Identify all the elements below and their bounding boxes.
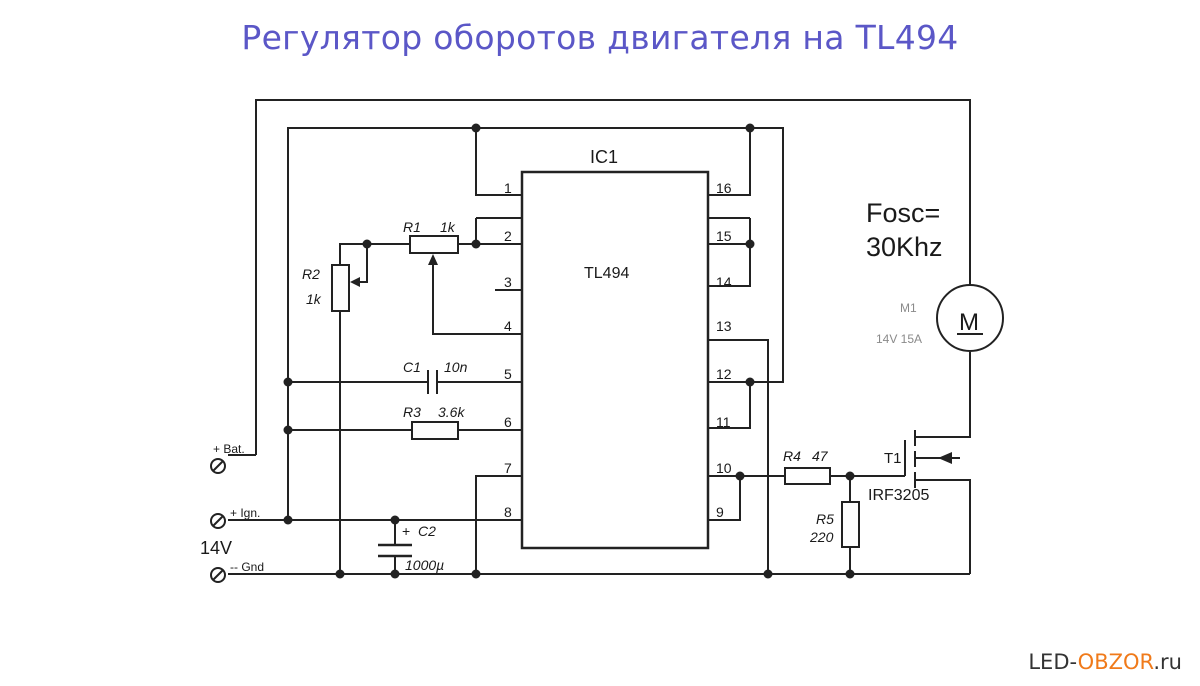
pin-9: 9 (716, 504, 724, 520)
supply-label: 14V (200, 538, 232, 558)
r2-ref: R2 (302, 266, 320, 282)
c2-capacitor (378, 543, 412, 558)
pin-2: 2 (504, 228, 512, 244)
pin-15: 15 (716, 228, 732, 244)
c1-ref: C1 (403, 359, 421, 375)
r1-wiper-arrow (428, 254, 438, 265)
t1-part: IRF3205 (868, 487, 929, 504)
watermark-part1: LED- (1028, 650, 1078, 674)
r5-value: 220 (809, 529, 834, 545)
r2-resistor (331, 264, 350, 312)
r2-value: 1k (306, 291, 322, 307)
r3-resistor (411, 421, 459, 440)
pin-11: 11 (716, 414, 731, 430)
pin-7: 7 (504, 460, 512, 476)
c2-value: 1000µ (405, 557, 444, 573)
pin-3: 3 (504, 274, 512, 290)
pin-10: 10 (716, 460, 732, 476)
r5-ref: R5 (816, 511, 834, 527)
fosc-line2: 30Khz (866, 232, 943, 262)
ic-ref: IC1 (590, 147, 618, 167)
motor-symbol (936, 284, 1004, 352)
pin-12: 12 (716, 366, 732, 382)
bat-label: + Bat. (213, 442, 245, 456)
r1-ref: R1 (403, 219, 421, 235)
wires (228, 99, 971, 575)
r1-value: 1k (440, 219, 456, 235)
watermark-part2: OBZOR (1077, 650, 1154, 674)
c2-ref: C2 (418, 523, 436, 539)
c2-polarity: + (402, 523, 410, 539)
pin-1: 1 (504, 180, 512, 196)
r4-ref: R4 (783, 448, 801, 464)
fosc-line1: Fosc= (866, 198, 940, 228)
ic-body (520, 170, 710, 550)
pin-8: 8 (504, 504, 512, 520)
page-title: Регулятор оборотов двигателя на TL494 (241, 18, 959, 57)
r1-resistor (409, 235, 459, 254)
r4-resistor (784, 467, 831, 485)
mosfet-arrow (938, 452, 952, 464)
m1-rating: 14V 15A (876, 332, 922, 346)
pin-4: 4 (504, 318, 512, 334)
r3-ref: R3 (403, 404, 421, 420)
gnd-label: -- Gnd (230, 560, 264, 574)
ic-name: TL494 (584, 265, 629, 282)
c1-capacitor (427, 370, 438, 394)
r3-value: 3.6k (438, 404, 465, 420)
pin-13: 13 (716, 318, 732, 334)
junction-dots (283, 123, 855, 579)
watermark-part3: .ru (1153, 650, 1182, 674)
motor-letter: M (959, 309, 979, 336)
c1-value: 10n (444, 359, 468, 375)
ign-label: + Ign. (230, 506, 260, 520)
r2-wiper-arrow (350, 277, 360, 287)
pin-5: 5 (504, 366, 512, 382)
m1-ref: M1 (900, 301, 917, 315)
watermark: LED-OBZOR.ru (1028, 650, 1182, 674)
pin-14: 14 (716, 274, 732, 290)
r4-value: 47 (812, 448, 829, 464)
t1-ref: T1 (884, 450, 902, 467)
pin-16: 16 (716, 180, 732, 196)
pin-6: 6 (504, 414, 512, 430)
r5-resistor (841, 501, 860, 548)
